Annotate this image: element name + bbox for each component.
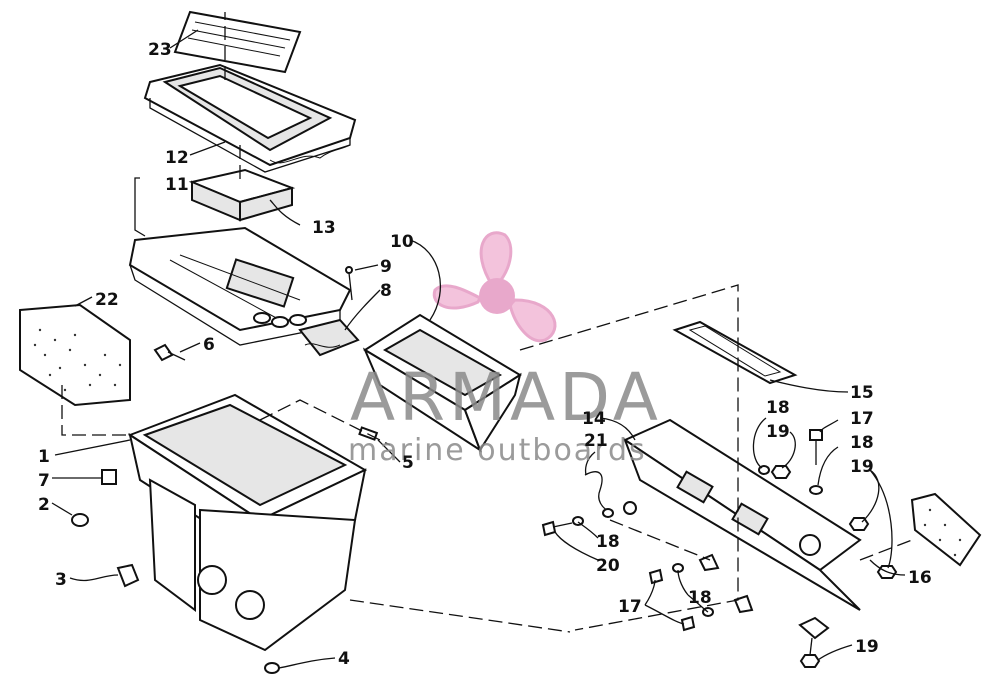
callout-16: 16 xyxy=(908,568,932,588)
callout-1: 1 xyxy=(38,447,50,467)
part-23-decal xyxy=(173,10,302,74)
watermark-brand: ARMADA xyxy=(350,359,662,436)
callout-6: 6 xyxy=(203,335,215,355)
callout-15: 15 xyxy=(850,383,874,403)
callout-7: 7 xyxy=(38,471,50,491)
callout-5: 5 xyxy=(402,453,414,473)
armada-logo xyxy=(432,231,557,343)
callout-19-lower: 19 xyxy=(855,637,879,657)
callout-9: 9 xyxy=(380,257,392,277)
part-18-washer-upper xyxy=(758,465,823,495)
callout-19-upper-right: 19 xyxy=(850,457,874,477)
callout-17-lower: 17 xyxy=(618,597,642,617)
logo-hub xyxy=(479,278,515,314)
callout-13: 13 xyxy=(312,218,336,238)
callout-20: 20 xyxy=(596,556,620,576)
callout-14: 14 xyxy=(582,409,606,429)
part-10-duct xyxy=(362,313,522,453)
part-4-cap xyxy=(264,662,280,674)
part-21-clip xyxy=(584,471,637,515)
callout-18-upper-right: 18 xyxy=(850,433,874,453)
part-2-grommet xyxy=(71,513,89,527)
part-14-bracket xyxy=(622,418,862,611)
callout-labels: 23 12 11 13 10 9 8 22 6 1 7 2 3 4 5 14 1… xyxy=(38,40,932,669)
part-13-filter-pad xyxy=(188,168,296,222)
part-12-cover xyxy=(143,63,357,173)
callout-2: 2 xyxy=(38,495,50,515)
leader-lines xyxy=(51,29,906,669)
part-19-nut-upper xyxy=(770,465,792,479)
watermark-tagline: marine outboards xyxy=(348,433,647,468)
part-15-gasket xyxy=(672,320,798,385)
part-8-foam xyxy=(298,318,360,357)
callout-21: 21 xyxy=(584,431,608,451)
part-6-bolt xyxy=(153,343,186,362)
callout-18-lower: 18 xyxy=(688,588,712,608)
part-17-bolt-upper xyxy=(809,429,823,465)
part-16-foam xyxy=(910,492,982,567)
callout-11: 11 xyxy=(165,175,189,195)
part-3-clip xyxy=(116,563,140,588)
callout-18-mid: 18 xyxy=(596,532,620,552)
callout-12: 12 xyxy=(165,148,189,168)
part-7-tag xyxy=(101,469,117,485)
part-1-airbox xyxy=(127,393,368,652)
callout-23: 23 xyxy=(148,40,172,60)
callout-10: 10 xyxy=(390,232,414,252)
part-22-foam xyxy=(19,303,131,407)
callout-17-upper: 17 xyxy=(850,409,874,429)
assembly-guides xyxy=(61,12,913,633)
callout-19-upper-left: 19 xyxy=(766,422,790,442)
callout-22: 22 xyxy=(95,290,119,310)
part-11-tray xyxy=(128,226,352,346)
part-knob xyxy=(798,616,830,656)
callout-8: 8 xyxy=(380,281,392,301)
callout-18-upper-left: 18 xyxy=(766,398,790,418)
callout-3: 3 xyxy=(55,570,67,590)
callout-4: 4 xyxy=(338,649,350,669)
part-9-screw xyxy=(345,266,353,301)
